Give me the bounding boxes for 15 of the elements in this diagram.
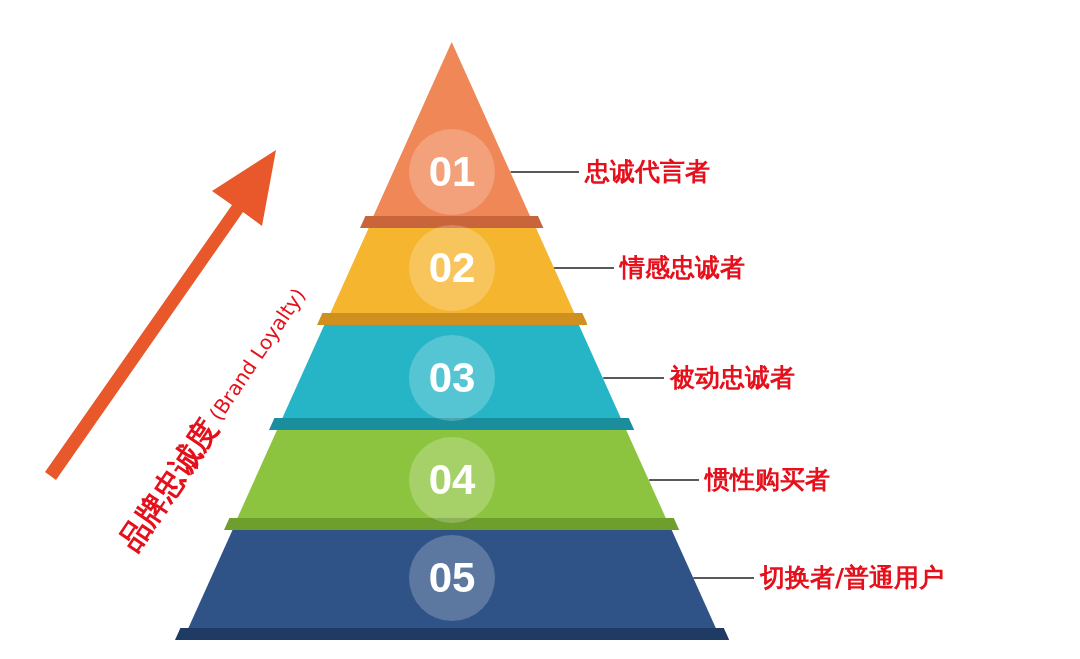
number-circle: 01: [409, 129, 495, 215]
number-circle: 05: [409, 535, 495, 621]
tier-label: 被动忠诚者: [670, 363, 795, 393]
tier-label: 忠诚代言者: [585, 157, 710, 187]
tier-label: 情感忠诚者: [620, 253, 745, 283]
number-circle: 04: [409, 437, 495, 523]
leader-line: [602, 377, 665, 379]
number-circle: 03: [409, 335, 495, 421]
leader-line: [692, 577, 755, 579]
tier-label: 切换者/普通用户: [760, 563, 945, 593]
number-circle: 02: [409, 225, 495, 311]
tier-label: 惯性购买者: [705, 465, 830, 495]
leader-line: [509, 171, 580, 173]
leader-line: [648, 479, 700, 481]
leader-line: [552, 267, 615, 269]
